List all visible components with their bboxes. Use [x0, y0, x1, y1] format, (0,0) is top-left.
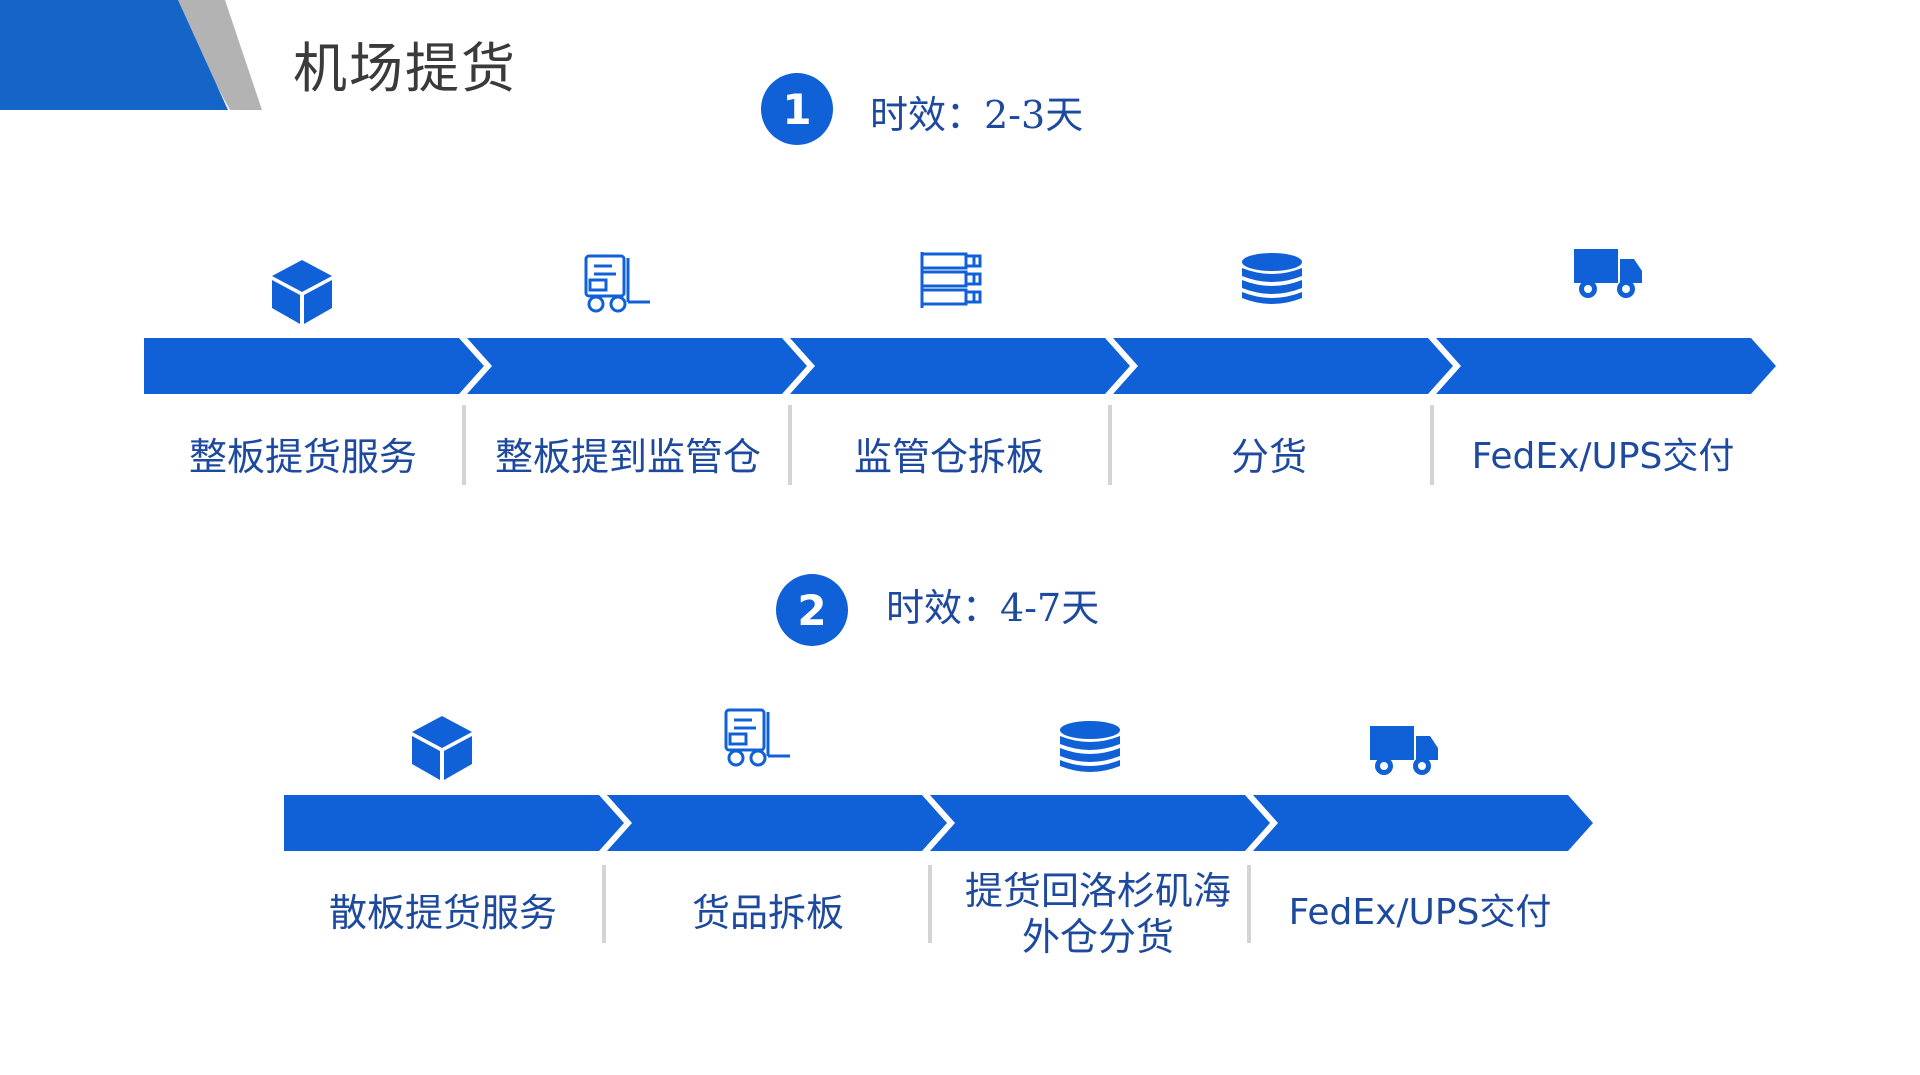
process-arrow-1-4	[1113, 338, 1453, 394]
forklift-icon	[724, 708, 790, 767]
step-label-2-2: 货品拆板	[691, 891, 844, 935]
process-arrow-1-5	[1436, 338, 1776, 394]
process-arrow-1-2	[467, 338, 807, 394]
page-title: 机场提货	[293, 37, 517, 100]
step-label-1-5: FedEx/UPS交付	[1471, 436, 1735, 477]
divider	[788, 405, 792, 485]
box-icon	[412, 716, 472, 780]
step-label-2-1: 散板提货服务	[328, 891, 557, 935]
shelf-icon	[920, 252, 982, 308]
truck-icon	[1574, 249, 1642, 298]
step-label-1-3: 监管仓拆板	[853, 435, 1044, 479]
process-arrow-2-2	[607, 795, 947, 851]
box-icon	[272, 260, 332, 324]
divider	[1108, 405, 1112, 485]
process-arrow-1-3	[790, 338, 1130, 394]
divider	[928, 865, 932, 943]
step-label-1-2: 整板提到监管仓	[494, 435, 761, 479]
timing-label-2: 时效：4-7天	[886, 586, 1100, 630]
step-label-2-4: FedEx/UPS交付	[1288, 892, 1552, 933]
step-label-2-3: 提货回洛杉矶海外仓分货	[964, 869, 1231, 959]
divider	[462, 405, 466, 485]
process-arrow-2-4	[1253, 795, 1593, 851]
step-label-1-4: 分货	[1230, 435, 1307, 479]
database-stack-icon	[1242, 253, 1302, 304]
header-decoration	[0, 0, 262, 110]
process-arrow-2-3	[930, 795, 1270, 851]
timing-label-1: 时效：2-3天	[870, 93, 1084, 137]
divider	[602, 865, 606, 943]
step-label-1-1: 整板提货服务	[188, 435, 417, 479]
truck-icon	[1370, 726, 1438, 775]
step-badge-2: 2	[776, 574, 848, 646]
forklift-icon	[584, 254, 650, 313]
database-stack-icon	[1060, 721, 1120, 772]
step-badge-1: 1	[761, 73, 833, 145]
divider	[1247, 865, 1251, 943]
divider	[1430, 405, 1434, 485]
process-arrow-1-1	[144, 338, 484, 394]
process-arrow-2-1	[284, 795, 624, 851]
